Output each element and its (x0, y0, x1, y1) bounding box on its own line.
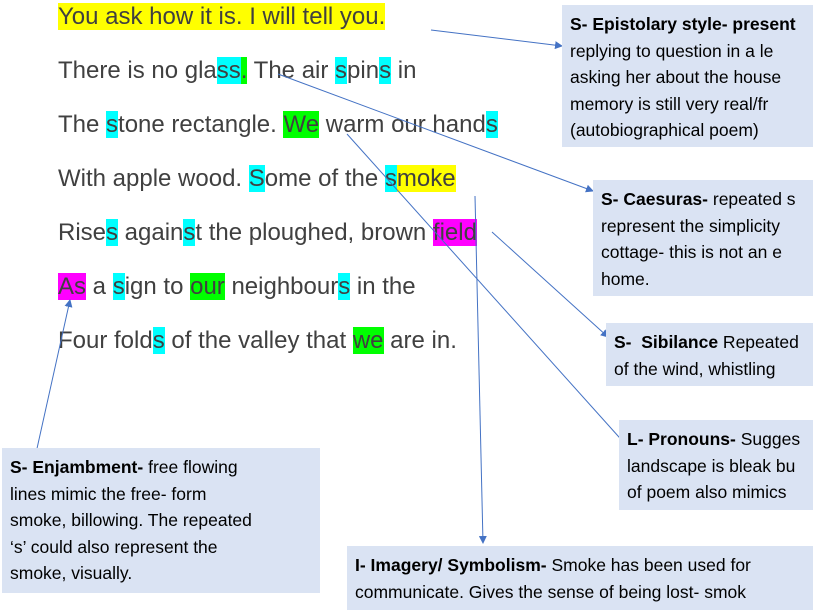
poem-text: The (58, 111, 107, 138)
annotation-imagery: I- Imagery/ Symbolism- Smoke has been us… (347, 546, 813, 610)
poem-text: Rise (58, 219, 107, 246)
annotation-sibilance: S- Sibilance Repeated of the wind, whist… (606, 323, 813, 386)
poem-text: pin (347, 57, 380, 84)
poem-text: a (86, 273, 113, 300)
highlighted-text: field (432, 219, 477, 246)
arrow-sibilance (491, 231, 609, 338)
highlighted-text: s (384, 165, 397, 192)
poem-text: in (391, 57, 417, 84)
poem-line: As a sign to our neighbours in the (58, 271, 416, 303)
poem-text: are in. (383, 327, 457, 354)
poem-text: Four fold (58, 327, 153, 354)
highlighted-text: S (248, 165, 265, 192)
poem-text: t the ploughed, brown (195, 219, 433, 246)
poem-text: neighbour (224, 273, 339, 300)
annotation-pronouns: L- Pronouns- Sugges landscape is bleak b… (619, 420, 813, 510)
poem-line: Four folds of the valley that we are in. (58, 325, 457, 357)
poem-text: ome of the (264, 165, 385, 192)
highlighted-text: s (106, 111, 119, 138)
poem-line: With apple wood. Some of the smoke (58, 163, 456, 195)
highlighted-text: s (338, 273, 351, 300)
highlighted-text: s (106, 219, 119, 246)
annotation-enjambment: S- Enjambment- free flowing lines mimic … (2, 448, 320, 593)
poem-text: in the (350, 273, 416, 300)
poem-line: You ask how it is. I will tell you. (58, 1, 386, 33)
poem-text: warm our hand (319, 111, 486, 138)
annotation-epistolary: S- Epistolary style- present replying to… (562, 5, 813, 147)
poem-text: There is no gla (58, 57, 217, 84)
poem-line: Rises against the ploughed, brown field (58, 217, 477, 249)
highlighted-text: . (240, 57, 248, 84)
poem-text: again (118, 219, 184, 246)
highlighted-text: we (352, 327, 384, 354)
highlighted-text: s (485, 111, 498, 138)
highlighted-text: s (379, 57, 392, 84)
poem-text: With apple wood. (58, 165, 249, 192)
highlighted-text: our (190, 273, 225, 300)
highlighted-text: ss (216, 57, 241, 84)
highlighted-text: s (112, 273, 125, 300)
highlighted-text: As (58, 273, 87, 300)
arrow-epistolary (430, 29, 563, 50)
poem-text: of the valley that (164, 327, 353, 354)
highlighted-text: You ask how it is. I will tell you. (58, 3, 386, 30)
annotation-caesuras: S- Caesuras- repeated s represent the si… (593, 180, 813, 296)
highlighted-text: s (152, 327, 165, 354)
highlighted-text: We (283, 111, 320, 138)
highlighted-text: moke (396, 165, 456, 192)
highlighted-text: s (335, 57, 348, 84)
poem-text: The air (247, 57, 336, 84)
poem-line: The stone rectangle. We warm our hands (58, 109, 498, 141)
highlighted-text: s (183, 219, 196, 246)
poem-text: tone rectangle. (118, 111, 284, 138)
poem-line: There is no glass. The air spins in (58, 55, 416, 87)
poem-text: ign to (124, 273, 191, 300)
